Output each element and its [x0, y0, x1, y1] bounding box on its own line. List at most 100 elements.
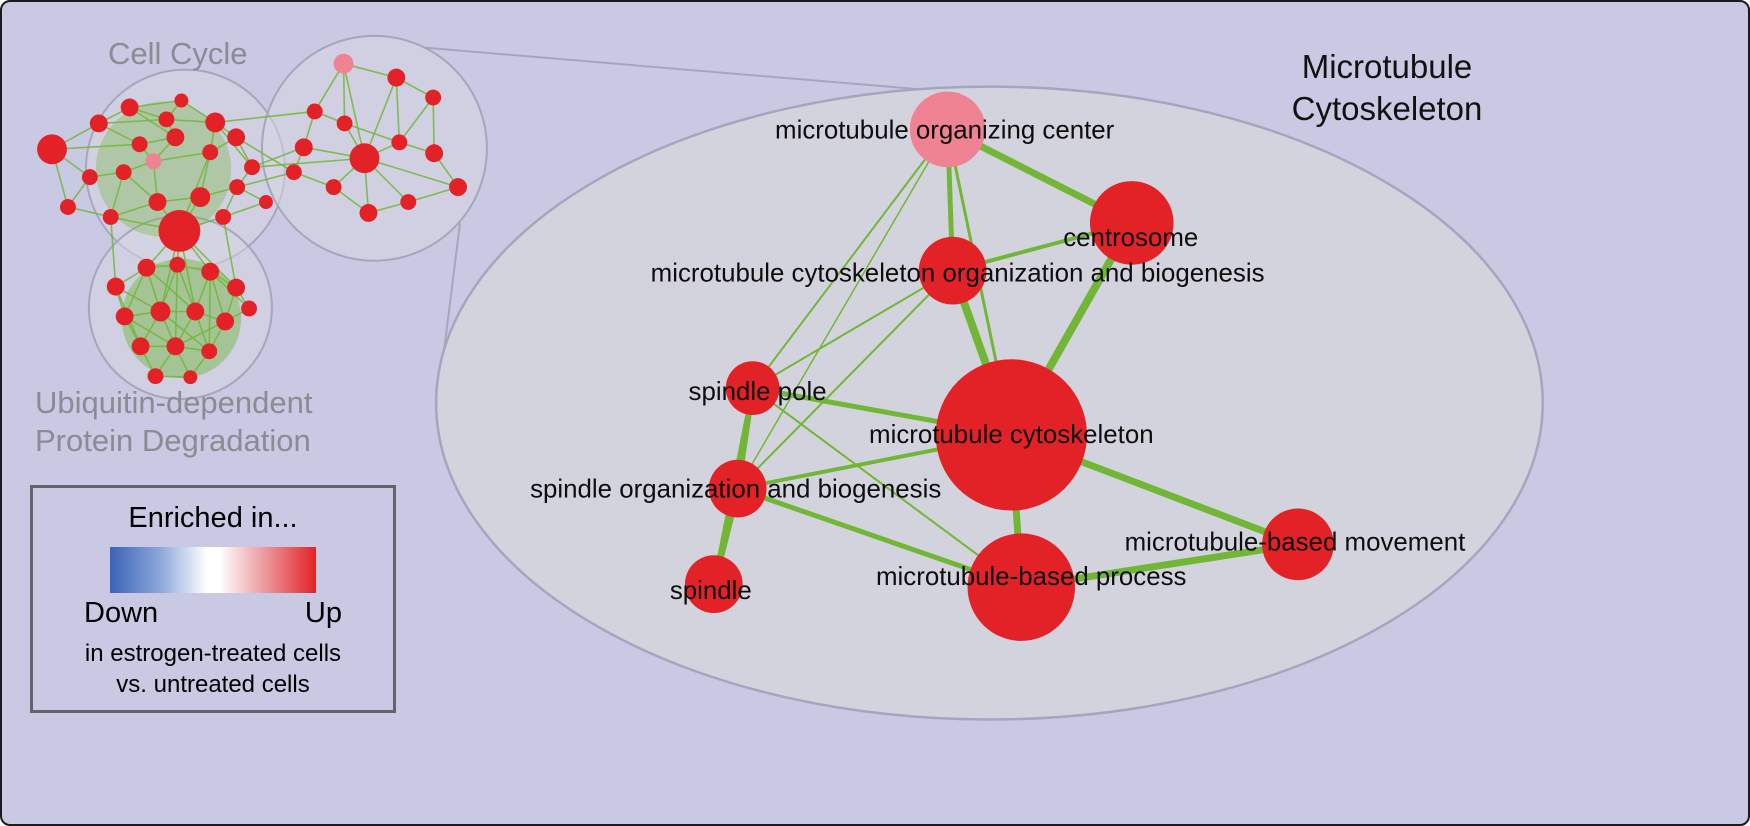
mini-edge: [344, 122, 400, 144]
cluster-label-microtubule-cytoskeleton: Microtubule Cytoskeleton: [1257, 46, 1517, 130]
legend-down-label: Down: [84, 597, 159, 629]
mini-node: [244, 159, 260, 176]
mini-node: [150, 301, 171, 322]
legend-caption: in estrogen-treated cells vs. untreated …: [33, 638, 393, 700]
mini-node: [158, 209, 201, 252]
cluster-label-ubiquitin: Ubiquitin-dependent Protein Degradation: [35, 384, 313, 460]
mini-node: [169, 256, 186, 273]
mini-edge: [215, 110, 315, 124]
mini-edge: [251, 146, 305, 168]
mini-node: [174, 93, 189, 108]
mini-node: [183, 370, 198, 385]
mini-edge: [236, 171, 295, 188]
mini-node: [120, 98, 139, 117]
mini-node: [131, 337, 150, 356]
mini-node: [158, 111, 175, 128]
mini-node: [205, 112, 226, 133]
mini-node: [285, 164, 302, 181]
edge-moc-sob: [736, 128, 949, 490]
mini-node: [202, 144, 219, 161]
node-label-spi: spindle: [670, 577, 752, 605]
mini-node: [241, 300, 258, 317]
mini-node: [449, 178, 467, 197]
mini-node: [37, 134, 67, 165]
mini-node: [89, 114, 108, 133]
mini-edge: [175, 320, 226, 348]
mini-node: [336, 115, 353, 132]
node-label-mbm: microtubule-based movement: [1125, 528, 1466, 556]
node-mob: [918, 236, 987, 305]
mini-node: [306, 103, 323, 120]
mini-edge: [251, 157, 365, 168]
mini-node: [333, 53, 354, 74]
node-cen: [1089, 181, 1174, 265]
mini-node: [229, 179, 246, 196]
magnifier-line: [426, 46, 935, 92]
mini-edge: [398, 97, 434, 143]
mini-node: [137, 258, 156, 277]
mini-node: [186, 302, 205, 321]
mini-node: [325, 179, 342, 196]
node-mbp: [967, 533, 1076, 641]
mini-node: [294, 138, 313, 157]
microtubule-title-line-1: Microtubule: [1301, 48, 1473, 85]
mini-node: [349, 143, 380, 174]
node-spi: [684, 555, 743, 614]
mini-node: [425, 89, 442, 106]
mini-node: [216, 312, 235, 331]
node-moc: [909, 91, 986, 168]
mini-edge: [98, 118, 167, 125]
mini-edge: [208, 271, 212, 352]
mini-node: [166, 128, 185, 147]
mini-node: [258, 195, 273, 209]
legend-caption-line-2: vs. untreated cells: [116, 671, 310, 698]
mini-edge: [342, 63, 346, 124]
node-mc: [935, 359, 1087, 511]
legend-gradient-bar: [110, 547, 316, 593]
node-label-sob: spindle organization and biogenesis: [530, 476, 941, 504]
node-label-mob: microtubule cytoskeleton organization an…: [651, 260, 1265, 288]
mini-node: [400, 194, 417, 210]
node-label-sp: spindle pole: [689, 378, 827, 406]
mini-node: [359, 204, 378, 222]
mini-node: [215, 208, 232, 225]
mini-edge: [124, 315, 176, 348]
mini-node: [115, 307, 134, 326]
mini-node: [201, 262, 220, 281]
cluster-label-cell-cycle: Cell Cycle: [108, 36, 248, 71]
mini-node: [190, 187, 211, 208]
mini-edge: [235, 136, 295, 173]
microtubule-title-line-2: Cytoskeleton: [1291, 90, 1483, 127]
mini-node: [115, 164, 132, 181]
mini-edge: [153, 151, 211, 163]
node-label-cen: centrosome: [1063, 224, 1198, 252]
mini-edge: [432, 97, 435, 154]
mini-edge: [395, 77, 401, 143]
mini-node: [227, 128, 246, 147]
mini-edge: [222, 216, 237, 288]
edge-sp-mbp: [751, 387, 1023, 589]
edge-mob-sp: [751, 269, 954, 390]
edge-mob-sob: [736, 269, 954, 490]
mini-edge: [174, 264, 179, 347]
mini-node: [102, 208, 119, 225]
mini-node: [59, 199, 76, 215]
node-label-mc: microtubule cytoskeleton: [869, 421, 1154, 449]
mini-edge: [146, 267, 196, 313]
node-mbm: [1262, 508, 1334, 581]
mini-edge: [364, 157, 459, 188]
legend: Enriched in... Down Up in estrogen-treat…: [30, 485, 396, 713]
mini-node: [106, 277, 125, 296]
legend-up-label: Up: [304, 597, 342, 629]
mini-node: [147, 368, 164, 385]
mini-node: [425, 144, 444, 163]
mini-node: [166, 337, 185, 356]
node-label-mbp: microtubule-based process: [876, 563, 1186, 591]
mini-node: [81, 169, 98, 186]
mini-node: [145, 153, 162, 170]
mini-node: [391, 134, 408, 151]
legend-title: Enriched in...: [128, 502, 298, 534]
node-label-moc: microtubule organizing center: [775, 116, 1115, 144]
